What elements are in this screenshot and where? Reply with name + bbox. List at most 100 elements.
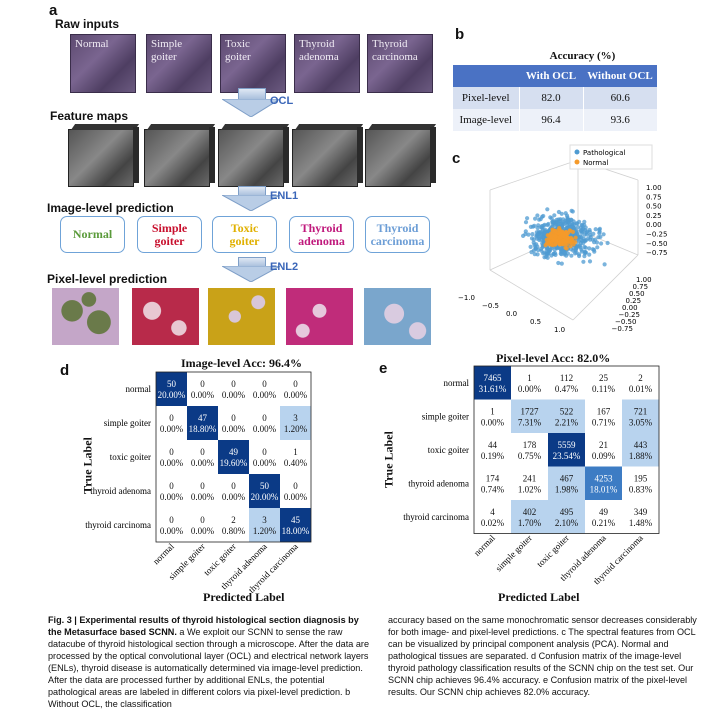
pca-point-pathological <box>580 223 585 228</box>
enl2-arrow-label: ENL2 <box>270 261 299 273</box>
pixel-without-ocl: 60.6 <box>582 87 657 109</box>
table-corner <box>453 65 519 87</box>
pca-point-pathological <box>584 238 589 243</box>
pca-y-tick: 0.25 <box>626 297 642 305</box>
cm-cell <box>548 500 585 534</box>
cm-cell-count: 45 <box>291 515 301 525</box>
cm-cell-percent: 1.48% <box>629 518 653 528</box>
ocl-arrow-label: OCL <box>270 95 294 107</box>
cm-cell <box>474 466 511 500</box>
pca-z-tick: 0.25 <box>646 212 662 220</box>
cm-cell-percent: 0.21% <box>592 518 616 528</box>
pca-point-pathological <box>590 237 595 242</box>
cm-cell-count: 2 <box>638 373 643 383</box>
cm-cell-count: 21 <box>599 440 608 450</box>
cm-cell-percent: 0.00% <box>191 390 215 400</box>
pca-point-normal <box>559 233 564 238</box>
pca-legend-label: Pathological <box>583 149 625 157</box>
panel-a-letter: a <box>49 2 58 19</box>
cm-cell <box>474 433 511 467</box>
pca-point-pathological <box>562 250 567 256</box>
cm-col-label: simple goiter <box>493 533 533 573</box>
cm-cell <box>280 474 311 508</box>
image-pred-title: Image-level prediction <box>47 201 174 215</box>
raw-input-label: Normal <box>75 38 109 50</box>
feature-map-tile <box>365 127 436 187</box>
cm-cell-count: 0 <box>200 515 205 525</box>
pca-point-pathological <box>579 247 584 252</box>
cm-cell-percent: 18.01% <box>590 484 618 494</box>
cm-cell-percent: 0.80% <box>222 526 246 536</box>
pca-point-pathological <box>573 251 578 256</box>
cm-cell-percent: 18.80% <box>189 424 217 434</box>
cm-cell-count: 0 <box>200 379 205 389</box>
pca-z-tick: 0.75 <box>646 193 662 201</box>
pca-point-pathological <box>602 262 607 267</box>
cm-cell <box>249 372 280 406</box>
cm-cell-count: 1727 <box>521 406 540 416</box>
ocl-arrow-head <box>222 99 280 117</box>
cm-cell-percent: 0.00% <box>160 492 184 502</box>
cm-cell-count: 0 <box>262 379 267 389</box>
cm-cell-percent: 0.11% <box>592 384 615 394</box>
cm-cell <box>548 399 585 433</box>
cm-row-label: normal <box>444 378 470 388</box>
pca-point-pathological <box>568 217 574 222</box>
cm-cell-count: 0 <box>169 447 174 457</box>
cm-cell-count: 174 <box>486 473 500 483</box>
pca-point-pathological <box>523 220 529 225</box>
cm-e-grid: 746531.61%10.00%1120.47%250.11%20.01%10.… <box>403 365 660 586</box>
cm-cell-percent: 0.09% <box>592 451 616 461</box>
cm-cell-count: 44 <box>488 440 498 450</box>
cm-cell-count: 495 <box>560 507 574 517</box>
cm-cell-percent: 0.00% <box>191 458 215 468</box>
feature-map-tile <box>144 127 215 187</box>
cm-cell-percent: 7.31% <box>518 417 542 427</box>
cm-cell-percent: 0.01% <box>629 384 653 394</box>
cm-cell <box>585 466 622 500</box>
pca-point-pathological <box>549 253 554 258</box>
cm-cell-percent: 31.61% <box>479 384 507 394</box>
cm-cell-count: 167 <box>597 406 611 416</box>
cm-cell-percent: 2.21% <box>555 417 579 427</box>
cm-cell-count: 1 <box>527 373 532 383</box>
pca-point-pathological <box>550 221 556 226</box>
pca-point-pathological <box>537 217 542 222</box>
cm-d-xlabel: Predicted Label <box>203 590 285 604</box>
cm-cell <box>622 399 659 433</box>
pca-point-normal <box>549 235 554 240</box>
pca-point-pathological <box>574 243 580 248</box>
cm-cell-count: 178 <box>523 440 537 450</box>
pca-z-tick: −0.25 <box>646 231 667 239</box>
cm-cell-count: 349 <box>634 507 648 517</box>
cm-cell-count: 0 <box>293 379 298 389</box>
cm-cell-percent: 20.00% <box>251 492 279 502</box>
cm-cell-count: 721 <box>634 406 648 416</box>
cm-cell-percent: 0.02% <box>481 518 505 528</box>
cm-cell-count: 0 <box>169 413 174 423</box>
cm-cell-count: 0 <box>231 481 236 491</box>
cm-cell-count: 47 <box>198 413 208 423</box>
pca-point-pathological <box>587 227 592 233</box>
pca-point-pathological <box>569 253 574 258</box>
pca-point-pathological <box>576 239 581 244</box>
col-with-ocl: With OCL <box>525 70 577 82</box>
pca-point-normal <box>568 240 573 245</box>
enl1-arrow-label: ENL1 <box>270 190 299 202</box>
cm-cell-count: 5559 <box>558 440 577 450</box>
cm-cell-percent: 1.98% <box>555 484 579 494</box>
pixel-prediction-tile <box>132 288 199 345</box>
pca-x-tick: 0.5 <box>530 318 541 326</box>
cm-cell <box>511 433 548 467</box>
cm-cell-percent: 0.00% <box>253 458 277 468</box>
cm-cell <box>622 366 659 400</box>
cm-cell <box>156 508 187 542</box>
pca-point-pathological <box>556 222 561 227</box>
pca-point-pathological <box>597 229 602 234</box>
pca-point-pathological <box>535 252 540 257</box>
cm-cell <box>156 440 187 474</box>
cm-cell-percent: 0.00% <box>518 384 542 394</box>
